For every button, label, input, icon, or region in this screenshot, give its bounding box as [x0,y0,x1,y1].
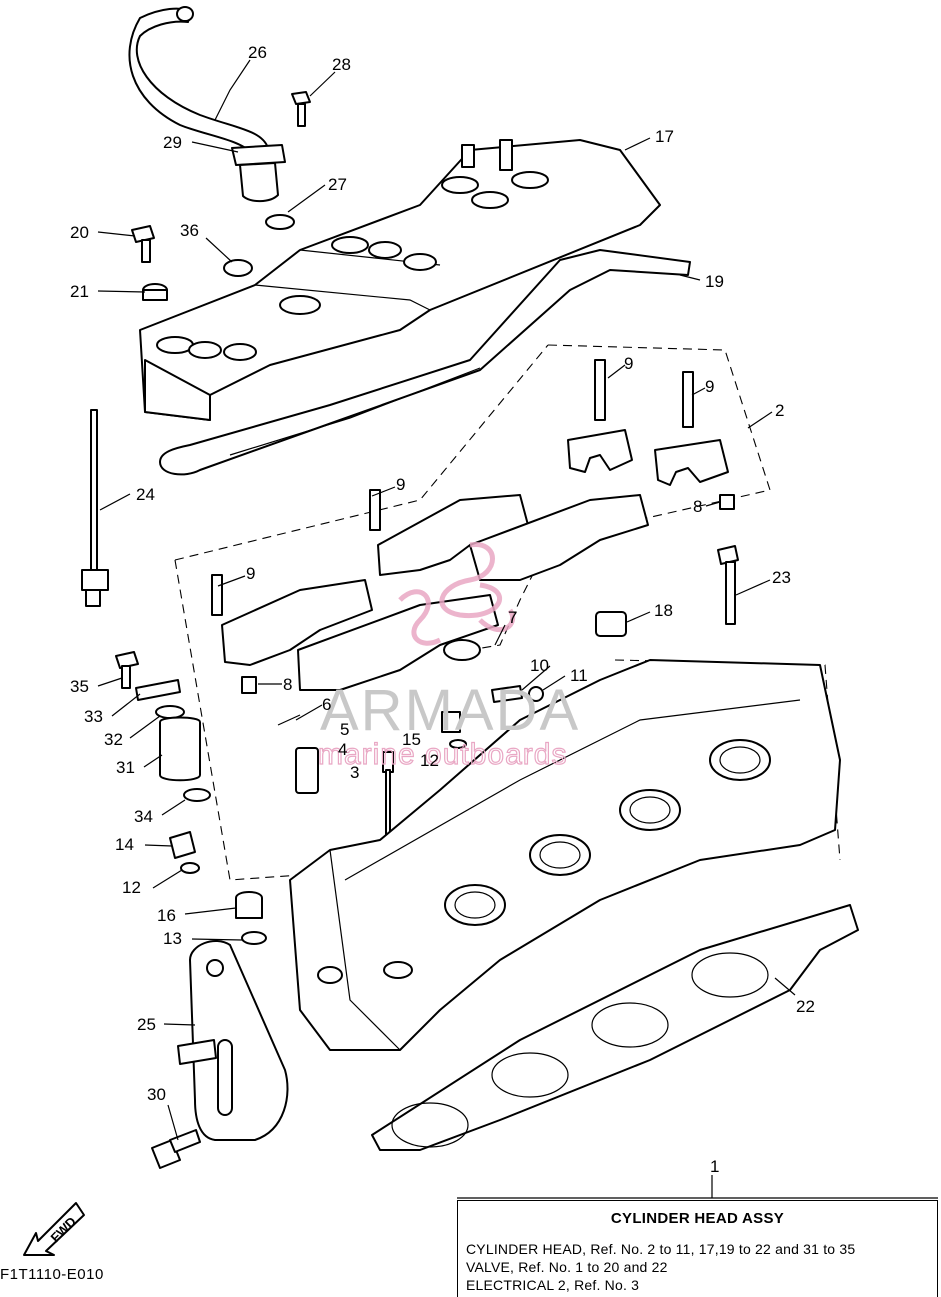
callout-18: 18 [654,601,673,620]
callout-12-left: 12 [122,878,141,897]
callout-14: 14 [115,835,134,854]
callout-28: 27 [328,175,347,194]
o-ring-28-part [265,214,295,230]
leader-lines [97,59,938,1199]
callout-9-center: 9 [396,475,405,494]
legend-line-3: ELECTRICAL 2, Ref. No. 3 [466,1277,640,1293]
spark-plug-lead-part [81,409,109,607]
head-group-outline [614,659,841,861]
watermark-brand: ARMADA [320,678,580,743]
grommet-21-part [142,283,168,301]
callout-23: 23 [772,568,791,587]
callout-12-center: 12 [420,751,439,770]
camshaft-cap-left-part [211,574,499,694]
callout-1: 1 [710,1157,719,1176]
callout-13: 13 [163,929,182,948]
cap-36-part [223,259,253,277]
callout-15: 15 [402,730,421,749]
callout-7: 7 [508,608,517,627]
breather-hose-part [128,6,286,203]
callout-8-right: 8 [693,497,702,516]
callout-3: 3 [350,763,359,782]
legend-title: CYLINDER HEAD ASSY [610,1210,785,1227]
callout-6: 6 [322,695,331,714]
callout-10: 10 [530,656,549,675]
left-small-parts [115,651,267,945]
bolt-29-part [291,91,311,127]
callout-9-top-right: 9 [624,354,633,373]
drawing-code: F1T1110-E010 [0,1266,104,1283]
callout-24: 24 [136,485,155,504]
callout-30: 29 [163,133,182,152]
callout-2: 2 [775,401,784,420]
callout-34: 34 [134,807,153,826]
callout-19: 19 [705,272,724,291]
callout-35: 35 [70,677,89,696]
head-cover-gasket-part [159,249,691,476]
callout-4: 4 [338,740,347,759]
callout-33: 33 [84,707,103,726]
valve-components-part [277,611,627,841]
camshaft-cap-center-part [369,489,649,581]
bolt-20-part [131,225,155,263]
callout-labels: 26 28 29 27 17 20 36 21 19 9 9 2 8 9 24 … [70,43,815,1176]
callout-9-right: 9 [705,377,714,396]
callout-16: 16 [157,906,176,925]
callout-17: 17 [655,127,674,146]
bolt-26-part [151,1129,201,1169]
camshaft-cap-group-outline [469,344,771,651]
callout-8-left: 8 [283,675,292,694]
head-gasket-part [371,904,859,1151]
callout-36: 36 [180,221,199,240]
callout-26: 30 [147,1085,166,1104]
legend-panel: CYLINDER HEAD ASSY CYLINDER HEAD, Ref. N… [457,1200,938,1297]
head-bolt-part [717,545,739,625]
callout-25: 25 [137,1015,156,1034]
callout-11: 11 [570,666,588,685]
callout-21: 21 [70,282,89,301]
watermark-logo [398,542,516,646]
callout-22: 22 [796,997,815,1016]
callout-31: 31 [116,758,135,777]
callout-27: 26 [248,43,267,62]
callout-9-left: 9 [246,564,255,583]
bracket-part [177,940,289,1141]
callout-20: 20 [70,223,89,242]
callout-5: 5 [340,720,349,739]
callout-32: 32 [104,730,123,749]
head-cover-part [139,139,661,421]
valve-group-outline [174,559,301,881]
watermark-tagline: marine outboards [318,738,567,771]
camshaft-cap-right-part [567,359,735,510]
callout-29: 28 [332,55,351,74]
legend-line-1: CYLINDER HEAD, Ref. No. 2 to 11, 17,19 t… [466,1241,856,1257]
cylinder-head-part [289,659,841,1051]
legend-line-2: VALVE, Ref. No. 1 to 20 and 22 [466,1259,668,1275]
fwd-arrow-icon: FWD [23,1202,85,1256]
forward-direction-indicator: FWD [20,1195,90,1270]
